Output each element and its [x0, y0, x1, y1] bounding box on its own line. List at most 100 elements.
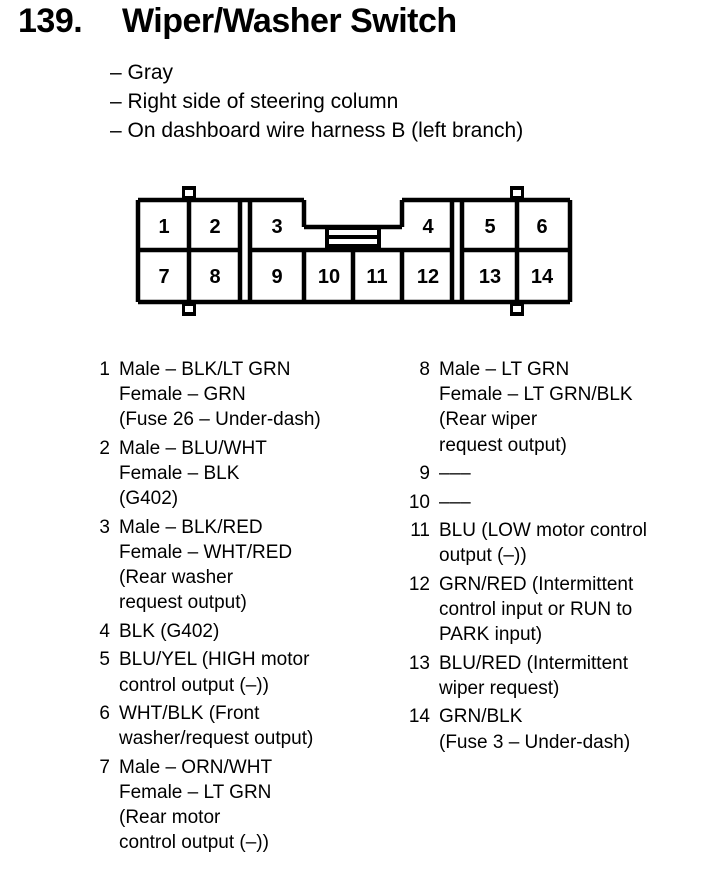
pin-9-label: 9: [271, 266, 282, 288]
note-harness: – On dashboard wire harness B (left bran…: [110, 119, 524, 142]
pin-description: BLU (LOW motor control output (–)): [430, 518, 647, 568]
pin-description-line: (Rear washer: [119, 567, 234, 589]
note-location: – Right side of steering column: [110, 90, 399, 113]
pin-description: Male – ORN/WHT Female – LT GRN (Rear motor…: [110, 755, 272, 856]
pin-number: 14: [408, 706, 430, 728]
pin-description-line: (G402): [119, 488, 179, 510]
pin-entry-2: 2 Male – BLU/WHT Female – BLK (G402): [80, 436, 380, 512]
pin-description-line: Male – BLU/WHT: [119, 437, 267, 459]
pin-8-label: 8: [209, 266, 220, 288]
pin-number: 3: [99, 516, 110, 538]
pin-description-line: Male – ORN/WHT: [119, 756, 273, 778]
pin-description-line: –––: [439, 463, 471, 485]
pin-description-line: (Fuse 26 – Under-dash): [119, 409, 321, 431]
pin-entry-14: 14 GRN/BLK (Fuse 3 – Under-dash): [400, 704, 700, 754]
pin-entry-9: 9 –––: [400, 461, 700, 486]
pin-description-line: control output (–)): [119, 674, 269, 696]
pin-description-line: Female – LT GRN/BLK: [439, 384, 633, 406]
pin-description-line: GRN/RED (Intermittent: [439, 573, 634, 595]
pin-description-line: Male – BLK/RED: [119, 516, 263, 538]
pin-number: 6: [99, 703, 110, 725]
pin-number: 10: [408, 491, 430, 513]
pin-description-line: PARK input): [439, 624, 543, 646]
pin-description-line: control output (–)): [119, 832, 269, 854]
pin-description-line: Female – BLK: [119, 463, 240, 485]
note-color: – Gray: [110, 61, 174, 84]
component-notes: – Gray – Right side of steering column –…: [110, 58, 523, 145]
pin-description-line: request output): [119, 592, 247, 614]
pin-entry-8: 8 Male – LT GRN Female – LT GRN/BLK (Rear w…: [400, 357, 700, 458]
pin-number: 7: [99, 756, 110, 778]
pin-5-label: 5: [484, 216, 495, 238]
pin-description-line: wiper request): [439, 677, 560, 699]
pin-13-label: 13: [479, 266, 501, 288]
pin-description-line: GRN/BLK: [439, 706, 523, 728]
pin-description: Male – LT GRN Female – LT GRN/BLK (Rear wi…: [430, 357, 633, 458]
guide-keys: [182, 186, 524, 316]
pin-4-label: 4: [422, 216, 434, 238]
pin-description: Male – BLU/WHT Female – BLK (G402): [110, 436, 267, 512]
pin-entry-10: 10 –––: [400, 490, 700, 515]
connector-housing: [135, 197, 573, 305]
pin-description-line: request output): [439, 434, 567, 456]
pin-2-label: 2: [209, 216, 220, 238]
pin-description-line: Male – LT GRN: [439, 359, 570, 380]
component-number: 139.: [18, 2, 83, 40]
pin-description-line: –––: [439, 491, 471, 513]
pin-number: 4: [99, 620, 110, 642]
pin-number: 9: [419, 463, 430, 485]
pin-description-line: (Rear wiper: [439, 409, 538, 431]
pin-description: –––: [430, 490, 471, 515]
pin-3-label: 3: [271, 216, 282, 238]
pin-description-line: WHT/BLK (Front: [119, 703, 260, 725]
pin-description: –––: [430, 461, 471, 486]
pin-description-line: BLK (G402): [119, 620, 220, 642]
pin-description: Male – BLK/RED Female – WHT/RED (Rear wash…: [110, 515, 292, 616]
pin-entry-5: 5 BLU/YEL (HIGH motor control output (–)): [80, 647, 380, 697]
pin-12-label: 12: [417, 266, 439, 288]
pin-numbers: 1 2 3 4 5 6 7 8 9 10 11 12 13 14: [158, 216, 554, 288]
pin-description-line: (Fuse 3 – Under-dash): [439, 731, 631, 753]
pin-entry-4: 4 BLK (G402): [80, 619, 380, 644]
pin-description-line: BLU (LOW motor control: [439, 520, 647, 542]
pin-description-line: Female – LT GRN: [119, 782, 272, 804]
pin-1-label: 1: [158, 216, 169, 238]
pin-description-line: control input or RUN to: [439, 599, 633, 621]
pin-description: BLK (G402): [110, 619, 219, 644]
pin-14-label: 14: [531, 266, 554, 288]
pin-description-line: washer/request output): [119, 728, 314, 750]
pin-description-line: (Rear motor: [119, 807, 221, 829]
pin-number: 2: [99, 437, 110, 459]
pin-description: WHT/BLK (Front washer/request output): [110, 701, 313, 751]
pin-number: 5: [99, 649, 110, 671]
pin-entry-12: 12 GRN/RED (Intermittent control input or …: [400, 572, 700, 648]
pin-description: GRN/RED (Intermittent control input or RU…: [430, 572, 633, 648]
pin-7-label: 7: [158, 266, 169, 288]
pin-number: 11: [410, 520, 430, 542]
pin-description-line: BLU/YEL (HIGH motor: [119, 649, 310, 671]
pin-11-label: 11: [366, 266, 387, 288]
pin-6-label: 6: [536, 216, 547, 238]
pin-description-line: output (–)): [439, 545, 527, 567]
pin-number: 12: [408, 573, 430, 595]
connector-diagram: 1 2 3 4 5 6 7 8 9 10 11 12 13 14: [135, 186, 573, 316]
page-title: 139. Wiper/Washer Switch: [18, 2, 457, 41]
lock-tab: [325, 226, 381, 248]
component-name: Wiper/Washer Switch: [122, 2, 457, 40]
pin-entry-11: 11 BLU (LOW motor control output (–)): [400, 518, 700, 568]
pin-entry-6: 6 WHT/BLK (Front washer/request output): [80, 701, 380, 751]
pin-number: 8: [419, 359, 430, 380]
pin-entry-7: 7 Male – ORN/WHT Female – LT GRN (Rear moto…: [80, 755, 380, 856]
pin-description: GRN/BLK (Fuse 3 – Under-dash): [430, 704, 630, 754]
pin-10-label: 10: [318, 266, 340, 288]
pin-description-line: Female – GRN: [119, 384, 246, 406]
pin-number: 1: [99, 359, 110, 380]
pin-description-line: Female – WHT/RED: [119, 542, 293, 564]
pin-description: BLU/YEL (HIGH motor control output (–)): [110, 647, 309, 697]
pin-entry-3: 3 Male – BLK/RED Female – WHT/RED (Rear was…: [80, 515, 380, 616]
